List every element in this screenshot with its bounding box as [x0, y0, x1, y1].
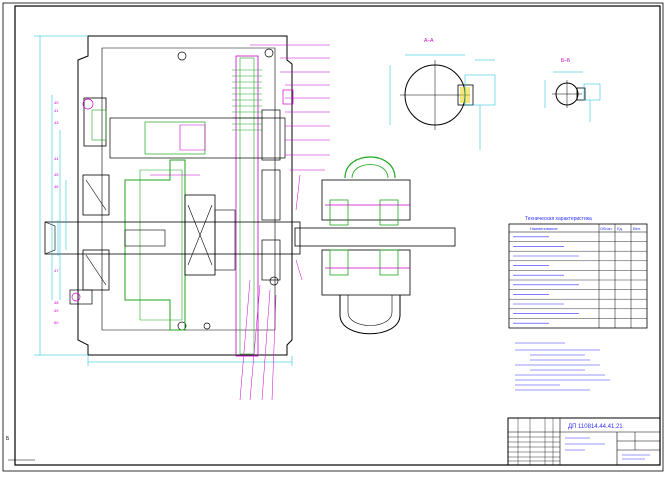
section-bb-keyway: [576, 87, 586, 101]
coupling-pins: [325, 204, 410, 269]
output-shaft-end: [44, 221, 56, 255]
tech-spec-header-code: Обозн.: [600, 226, 613, 231]
tech-spec-header-value: Вел.: [633, 226, 641, 231]
tech-spec-header-unit: Ед.: [617, 226, 623, 231]
section-bb-label: Б–Б: [561, 58, 571, 64]
bolt-top-left: [177, 51, 187, 61]
title-block: ДП 110814.44.41.21: [507, 417, 661, 466]
side-marker: Б: [6, 436, 10, 442]
coupling-view: [294, 156, 456, 335]
vertical-gear-teeth: [232, 69, 262, 131]
title-block-designation: ДП 110814.44.41.21: [568, 424, 623, 430]
coupling-bottom-loop: [339, 295, 401, 335]
svg-text:41: 41: [54, 108, 59, 113]
housing-outline: [77, 35, 293, 356]
tech-spec-title: Техническая характеристика: [525, 216, 592, 222]
left-position-labels: 40 41 43 44 45 46 47 48 49 50: [54, 100, 59, 325]
gearbox-main-view: [44, 35, 301, 357]
svg-text:50: 50: [54, 320, 59, 325]
svg-text:45: 45: [54, 172, 59, 177]
svg-text:49: 49: [54, 308, 59, 313]
sheet-outer-frame: [2, 2, 664, 472]
lower-right-bearing: [184, 194, 236, 276]
output-shaft-key: [124, 229, 166, 247]
main-gear: [124, 159, 186, 331]
svg-text:47: 47: [54, 268, 59, 273]
upper-shaft-hub: [179, 124, 206, 151]
coupling-shaft: [294, 227, 456, 247]
section-bb-dimensions: [544, 71, 601, 122]
sheet-inner-frame: [14, 5, 661, 466]
bolt-bottom-mid: [203, 322, 211, 330]
leader-lines: [150, 44, 330, 401]
right-bearing-stack: [261, 89, 294, 281]
bolt-bottom-right: [269, 276, 279, 286]
tech-spec-table: Техническая характеристика Наименование …: [508, 216, 648, 329]
dimension-lines: [34, 35, 293, 366]
bottom-left-bolts: [69, 289, 93, 305]
housing-inner: [101, 47, 276, 331]
svg-text:46: 46: [54, 184, 59, 189]
upper-left-bearing: [82, 97, 107, 147]
upper-shaft: [109, 117, 286, 159]
svg-text:44: 44: [54, 156, 59, 161]
svg-text:43: 43: [54, 120, 59, 125]
section-aa-label: А–А: [424, 38, 434, 44]
output-shaft: [44, 221, 301, 255]
svg-text:48: 48: [54, 300, 59, 305]
coupling-top-loop: [344, 156, 396, 179]
coupling-hub-upper: [321, 179, 411, 221]
main-gear-web: [139, 169, 183, 321]
tech-spec-rows: [509, 236, 647, 324]
section-bb: Б–Б: [544, 58, 601, 122]
coupling-hub-lower: [321, 249, 411, 296]
lower-left-bearing: [82, 174, 110, 291]
vertical-shaft: [235, 55, 259, 357]
coupling-green-sleeves: [329, 199, 399, 276]
coupling-bottom-loop-inner: [347, 295, 393, 326]
section-aa: А–А: [389, 38, 496, 150]
svg-text:40: 40: [54, 100, 59, 105]
coupling-top-loop-inner: [351, 164, 389, 179]
technical-requirements-notes: [515, 342, 610, 391]
tech-spec-header-name: Наименование: [530, 226, 559, 231]
bolt-top-mid: [264, 48, 274, 58]
section-aa-dimensions: [389, 54, 496, 150]
upper-shaft-inner: [144, 121, 206, 155]
vertical-shaft-core: [239, 57, 255, 355]
